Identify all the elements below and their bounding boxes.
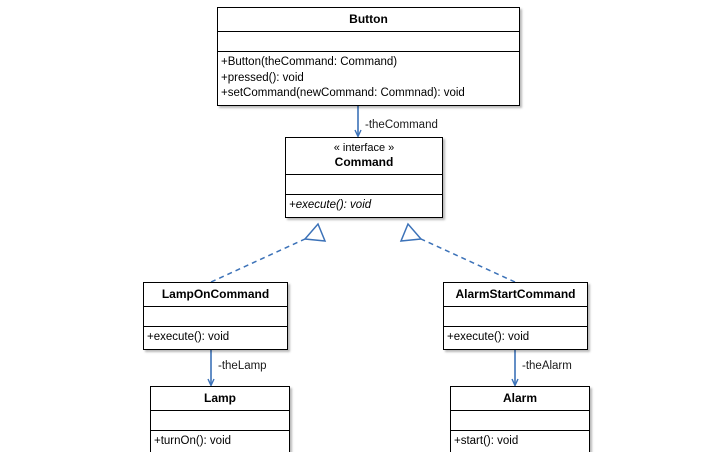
class-title-button: Button: [349, 12, 388, 26]
class-box-lamp[interactable]: Lamp +turnOn(): void: [150, 386, 290, 452]
operations-compartment-lampOnCommand: +execute(): void: [144, 327, 287, 349]
stereotype-interface: « interface »: [333, 142, 395, 154]
operation-item: +Button(theCommand: Command): [221, 56, 398, 68]
operations-compartment-alarm: +start(): void: [451, 431, 589, 452]
class-title-command: Command: [334, 155, 394, 170]
operation-item: +execute(): void: [289, 199, 372, 212]
class-box-lampOnCommand[interactable]: LampOnCommand +execute(): void: [143, 282, 288, 350]
class-box-alarm[interactable]: Alarm +start(): void: [450, 386, 590, 452]
class-title-lamp: Lamp: [203, 391, 236, 405]
class-name-lamp: Lamp: [151, 387, 289, 411]
operation-item: +execute(): void: [147, 331, 230, 343]
operation-item: +pressed(): void: [221, 71, 304, 84]
class-name-lampOnCommand: LampOnCommand: [144, 283, 287, 307]
operations-compartment-alarmStartCommand: +execute(): void: [444, 327, 587, 349]
attributes-compartment-alarm: [451, 411, 589, 431]
attributes-compartment-lamp: [151, 411, 289, 431]
connector-alarmStartCommand-realizes-command: [399, 222, 516, 283]
operations-compartment-command: +execute(): void: [286, 195, 442, 217]
class-name-command: « interface » Command: [286, 138, 442, 176]
class-name-alarmStartCommand: AlarmStartCommand: [444, 283, 587, 307]
attributes-compartment-lampOnCommand: [144, 307, 287, 327]
attributes-compartment-alarmStartCommand: [444, 307, 587, 327]
class-box-alarmStartCommand[interactable]: AlarmStartCommand +execute(): void: [443, 282, 588, 350]
operation-item: +turnOn(): void: [154, 435, 232, 447]
class-title-alarm: Alarm: [502, 391, 537, 405]
edge-label-theCommand: -theCommand: [365, 119, 438, 131]
realization-triangle-left: [303, 222, 327, 242]
operation-item: +setCommand(newCommand: Commnad): void: [221, 87, 465, 100]
attributes-compartment-button: [218, 32, 519, 52]
class-name-alarm: Alarm: [451, 387, 589, 411]
attributes-compartment-command: [286, 175, 442, 196]
class-name-button: Button: [218, 8, 519, 32]
operation-item: +start(): void: [454, 435, 519, 447]
class-box-command[interactable]: « interface » Command +execute(): void: [285, 137, 443, 218]
class-box-button[interactable]: Button +Button(theCommand: Command) +pre…: [217, 7, 520, 106]
class-title-lampOnCommand: LampOnCommand: [161, 287, 270, 301]
connector-lampOnCommand-realizes-command: [210, 222, 327, 283]
class-title-alarmStartCommand: AlarmStartCommand: [455, 287, 576, 301]
operations-compartment-lamp: +turnOn(): void: [151, 431, 289, 452]
operation-item: +execute(): void: [447, 331, 530, 343]
edge-label-theAlarm: -theAlarm: [522, 360, 572, 372]
realization-triangle-right: [399, 222, 423, 242]
operations-compartment-button: +Button(theCommand: Command) +pressed():…: [218, 52, 519, 105]
edge-label-theLamp: -theLamp: [218, 360, 267, 372]
